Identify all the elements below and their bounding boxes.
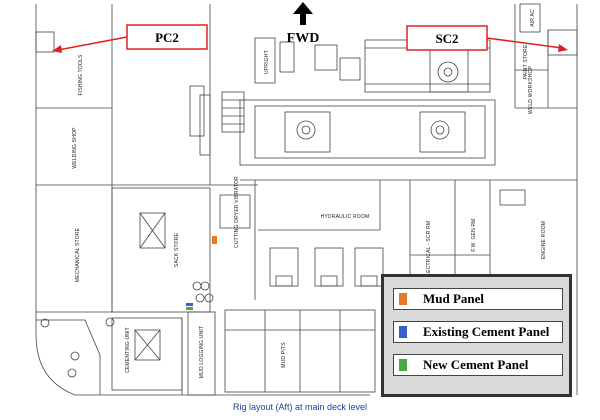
room-air-ac: AIR AC xyxy=(530,9,536,27)
pc2-callout-box xyxy=(126,24,208,50)
new-cement-panel-marker xyxy=(186,307,193,310)
room-mud-pits: MUD PITS xyxy=(281,342,287,368)
room-mud-logging-unit: MUD LOGGING UNIT xyxy=(199,326,205,378)
legend-label-new-cement-panel: New Cement Panel xyxy=(423,357,529,372)
pc2-callout-label: PC2 xyxy=(155,30,179,45)
legend-swatch-mud-panel xyxy=(399,293,407,305)
sc2-callout-label: SC2 xyxy=(435,31,458,46)
room-sack-store: SACK STORE xyxy=(174,232,180,267)
legend-label-mud-panel: Mud Panel xyxy=(423,291,485,306)
room-mechanical-store: MECHANICAL STORE xyxy=(75,227,81,282)
legend-item-mud-panel: Mud Panel xyxy=(393,288,563,310)
sc2-arrow-icon xyxy=(558,44,568,52)
pc2-arrow-icon xyxy=(52,45,62,53)
legend-item-new-cement-panel: New Cement Panel xyxy=(393,354,563,376)
room-electrical-scr: ELECTRICAL - SCR RM xyxy=(426,221,432,280)
room-cutting-dryer: CUTTING DRYER VIBRATOR xyxy=(234,176,240,248)
room-cementing-unit: CEMENTING UNIT xyxy=(125,327,131,373)
room-upright: UPRIGHT xyxy=(264,50,270,74)
room-fishing-tools: FISHING TOOLS xyxy=(78,54,84,96)
mud-panel-marker xyxy=(212,236,217,244)
fwd-arrow-icon xyxy=(293,2,313,25)
legend-swatch-new-cement-panel xyxy=(399,359,407,371)
room-weld-workshop: WELD WORKSHOP xyxy=(528,65,534,114)
room-welding-shop: WELDING SHOP xyxy=(72,127,78,169)
room-hydraulic-room: HYDRAULIC ROOM xyxy=(321,214,370,220)
room-engine-room: ENGINE ROOM xyxy=(541,221,547,259)
fwd-label: FWD xyxy=(287,31,320,46)
room-paint-store: PAINT STORE xyxy=(523,44,529,79)
figure-caption: Rig layout (Aft) at main deck level xyxy=(232,402,368,412)
hull-outline xyxy=(35,4,370,396)
legend-swatch-existing-cement-panel xyxy=(399,326,407,338)
legend-label-existing-cement-panel: Existing Cement Panel xyxy=(423,324,550,339)
existing-cement-panel-marker xyxy=(186,303,193,306)
legend-panel: Mud Panel Existing Cement Panel New Ceme… xyxy=(381,274,572,397)
legend-item-existing-cement-panel: Existing Cement Panel xyxy=(393,321,563,343)
room-em-gen: F.W. GEN RM xyxy=(471,218,477,251)
